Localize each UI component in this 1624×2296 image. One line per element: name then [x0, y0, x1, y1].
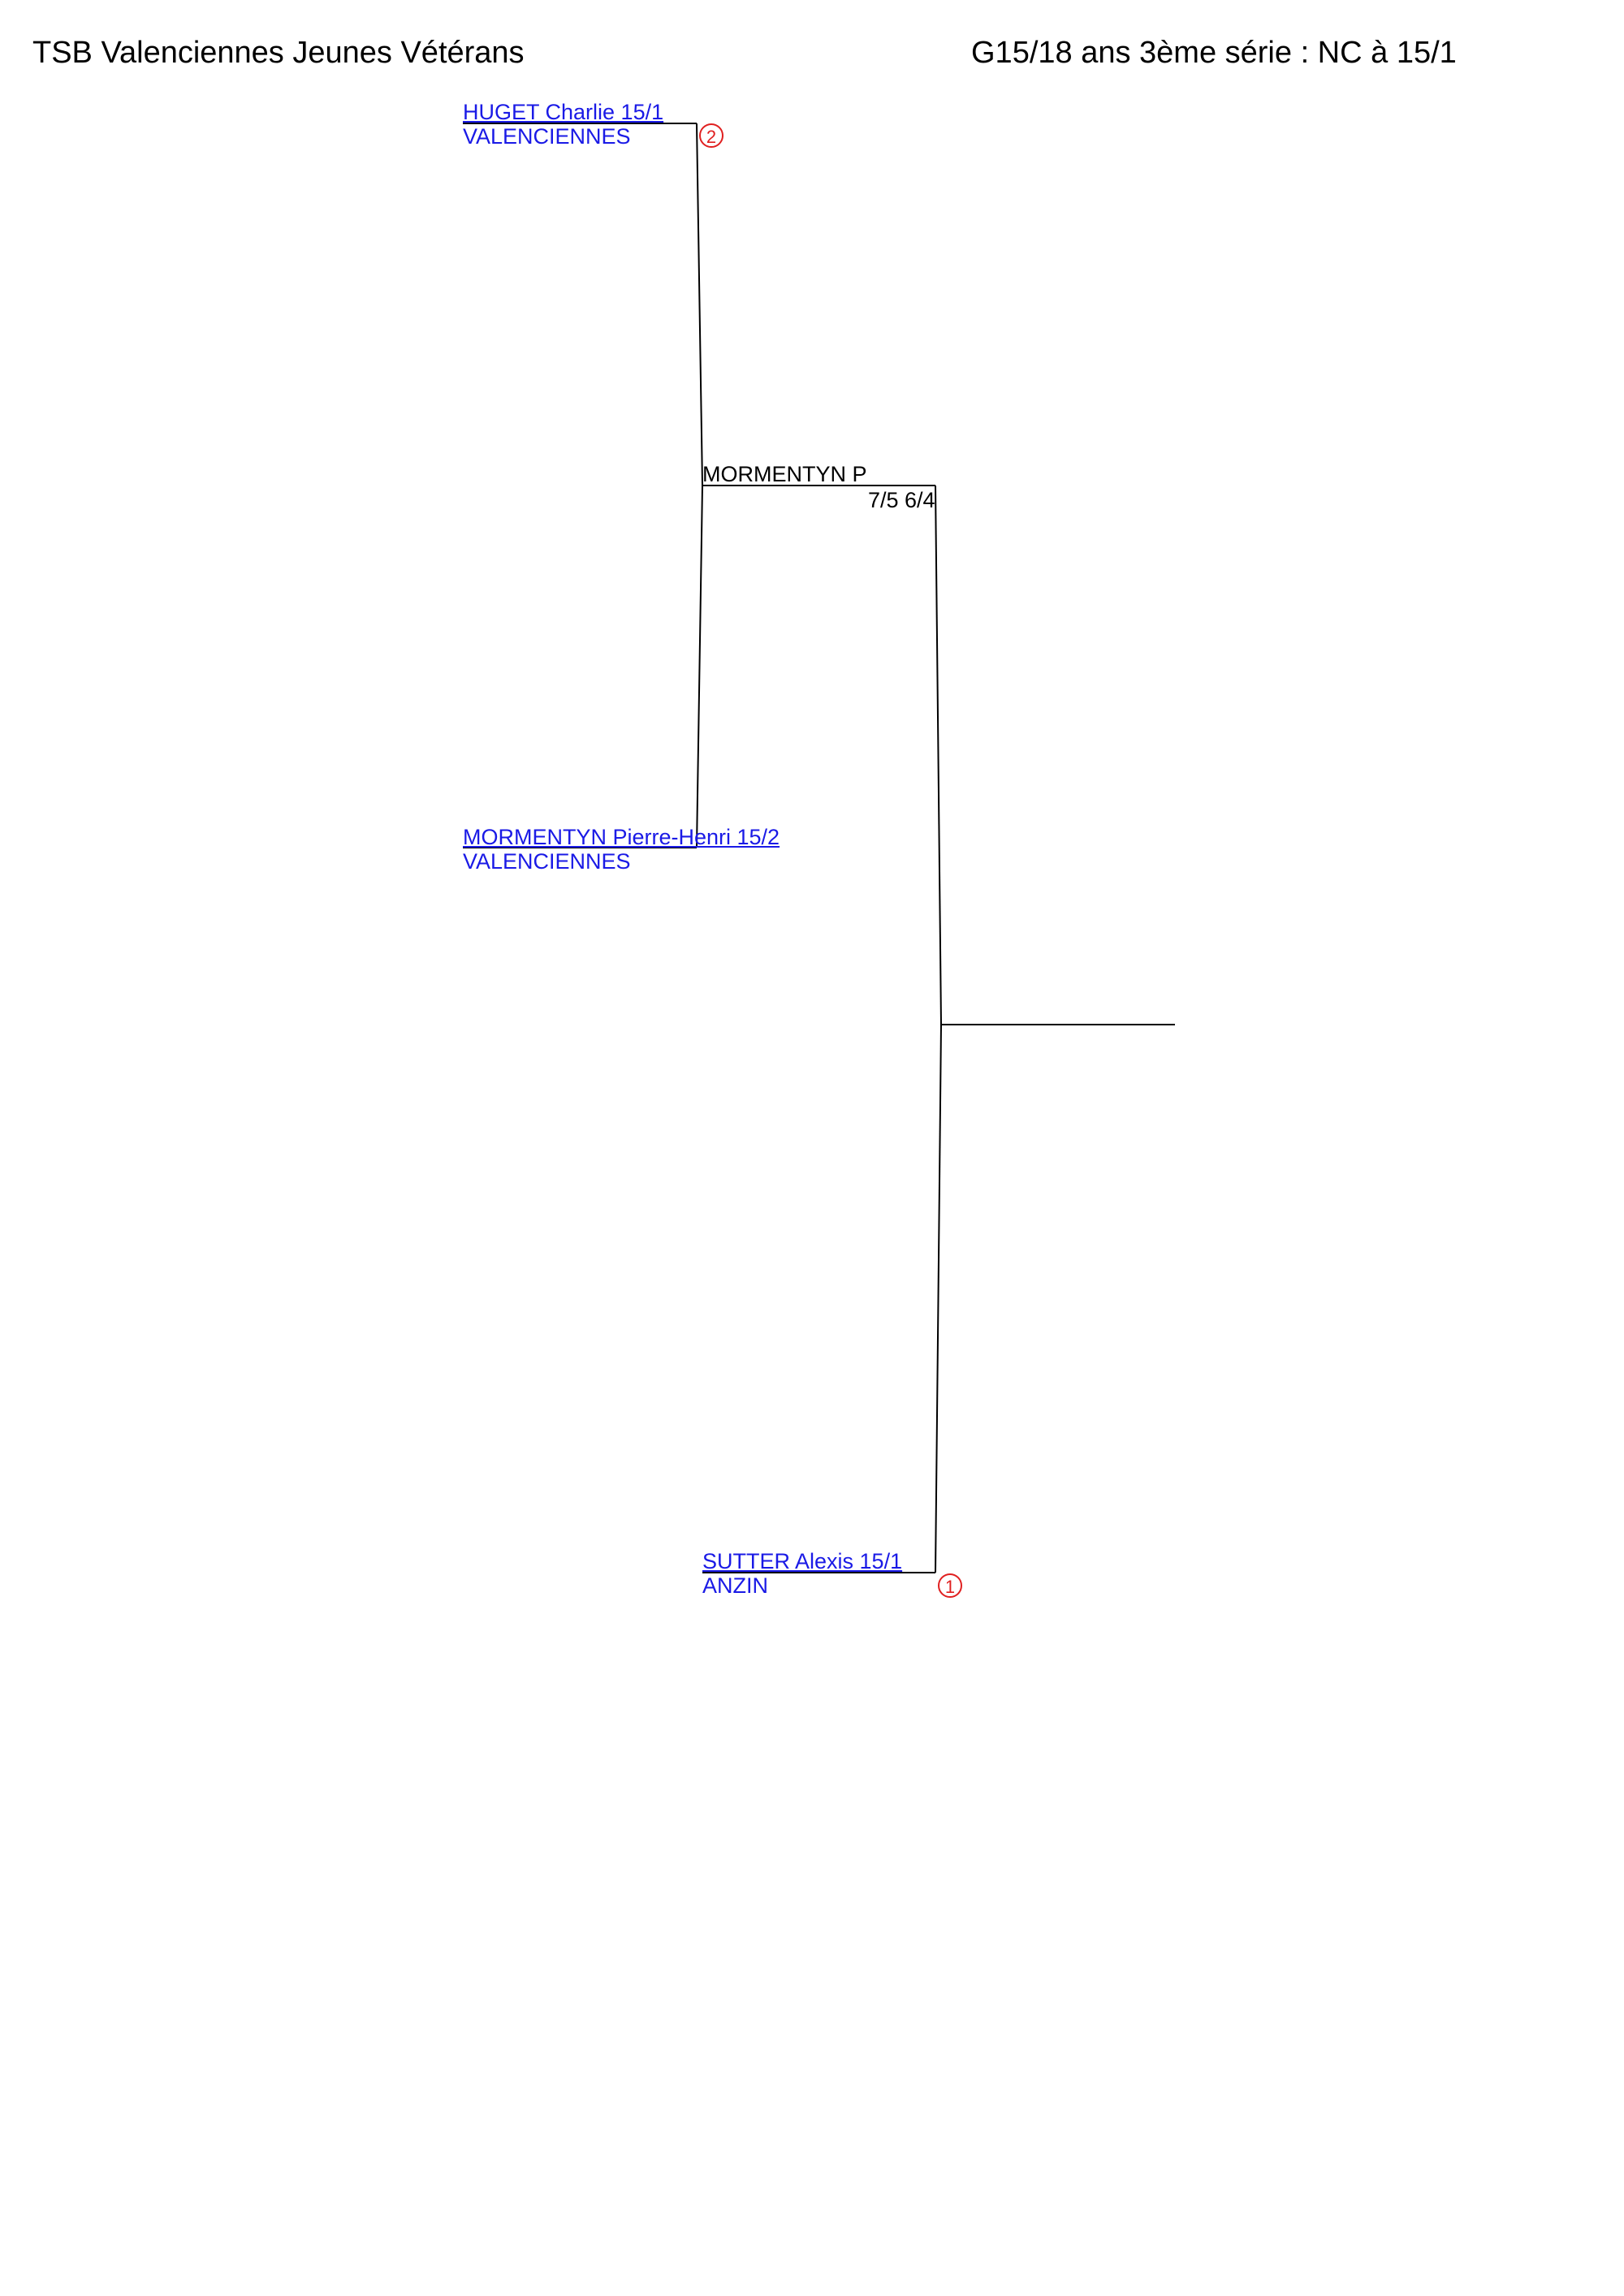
seed-number: 2 — [706, 127, 716, 147]
player-club: ANZIN — [702, 1573, 768, 1598]
player-entry: MORMENTYN Pierre-Henri 15/2 VALENCIENNES — [463, 825, 780, 874]
seed-badge: 1 — [938, 1573, 962, 1598]
tournament-title: TSB Valenciennes Jeunes Vétérans — [32, 36, 525, 70]
player-name-link[interactable]: SUTTER Alexis 15/1 — [702, 1549, 903, 1573]
player-name-link[interactable]: HUGET Charlie 15/1 — [463, 100, 664, 124]
bracket-line — [696, 123, 703, 486]
player-entry: HUGET Charlie 15/1 VALENCIENNES — [463, 100, 663, 149]
player-club: VALENCIENNES — [463, 849, 631, 874]
player-name-link[interactable]: MORMENTYN Pierre-Henri 15/2 — [463, 825, 780, 849]
player-club: VALENCIENNES — [463, 124, 631, 149]
bracket-line — [696, 485, 703, 848]
draw-category: G15/18 ans 3ème série : NC à 15/1 — [971, 36, 1457, 70]
bracket-line — [935, 485, 942, 1025]
player-entry: SUTTER Alexis 15/1 ANZIN — [702, 1549, 902, 1598]
match-winner: MORMENTYN P — [702, 462, 867, 486]
bracket-line — [935, 1024, 942, 1573]
match-score: 7/5 6/4 — [868, 488, 935, 512]
seed-number: 1 — [945, 1577, 955, 1597]
seed-badge: 2 — [699, 123, 723, 148]
